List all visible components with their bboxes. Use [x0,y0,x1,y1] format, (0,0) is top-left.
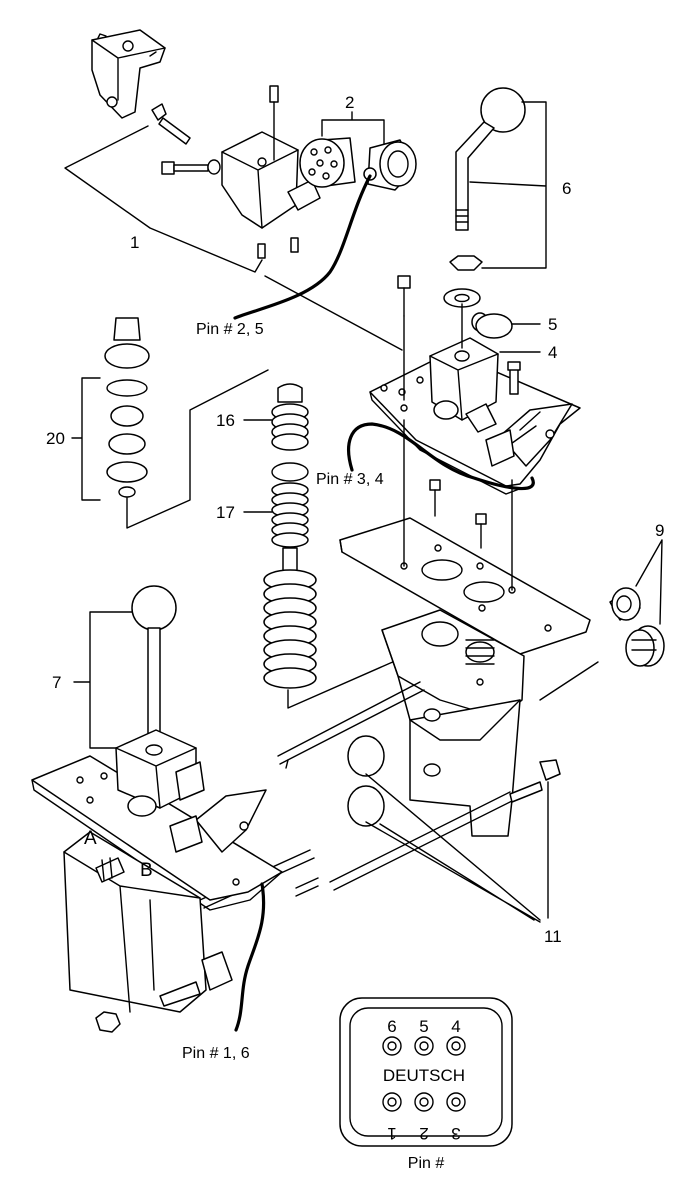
bolt-switch [161,159,221,175]
connector-pin-4: 4 [451,1017,460,1036]
callout-7: 7 [52,673,61,692]
leader-20b [126,369,269,529]
screw-switch [269,85,279,161]
connector-pin-2: 2 [419,1124,428,1143]
spring-16 [271,383,309,482]
deutsch-connector [339,997,513,1147]
handle-7 [131,585,177,755]
port-plugs-11 [347,735,385,827]
callout-9: 9 [655,521,664,540]
leader-2 [321,111,385,145]
callout-17: 17 [216,503,235,522]
button-5 [471,312,513,339]
connector-pin-5: 5 [419,1017,428,1036]
leader-20 [71,377,101,501]
spring-17 [271,482,309,548]
leader-7 [73,611,133,749]
leader-upper-body [539,661,599,701]
screw-upper-plate [397,275,463,401]
callout-6: 6 [562,179,571,198]
connector-plug [299,137,356,188]
pin-label-2-5: Pin # 2, 5 [196,321,264,338]
connector-caption: Pin # [408,1155,445,1172]
connector-brand: DEUTSCH [383,1066,465,1085]
callout-16: 16 [216,411,235,430]
connector-pin-1: 1 [387,1124,396,1143]
callout-1: 1 [130,233,139,252]
bolt-bracket [151,103,191,145]
callout-5: 5 [548,315,557,334]
valve-body-upper [381,609,525,837]
handle-6 [443,87,526,308]
callout-4: 4 [548,343,557,362]
plug-9b [625,625,665,667]
callout-11: 11 [544,927,562,946]
gasket-plate [339,517,591,655]
lower-valve-plate [31,729,283,911]
leader-11 [365,773,549,923]
plug-9a [609,587,641,621]
connector-pin-6: 6 [387,1017,396,1036]
main-spring [263,547,317,689]
leader-spring [287,649,421,709]
lower-valve-body [63,831,233,1013]
nut-lower [95,1011,121,1033]
connector-receptacle [363,139,417,191]
wire-pin-1-6 [234,882,266,1032]
switch-bracket [221,131,321,259]
mounting-bracket [91,29,166,119]
connector-pin-3: 3 [451,1124,460,1143]
pin-label-3-4: Pin # 3, 4 [316,471,384,488]
pin-label-1-6: Pin # 1, 6 [182,1045,250,1062]
callout-20: 20 [46,429,65,448]
screws-gasket [403,419,513,591]
leader-9 [635,539,663,625]
wire-pin-2-5 [233,174,372,320]
stack-20 [104,317,150,498]
callout-2: 2 [345,93,354,112]
leader-1 [64,125,403,351]
wire-pin-3-4 [347,422,535,491]
port-label-b: B [140,860,153,881]
leader-6 [469,101,547,269]
port-label-a: A [84,828,97,849]
